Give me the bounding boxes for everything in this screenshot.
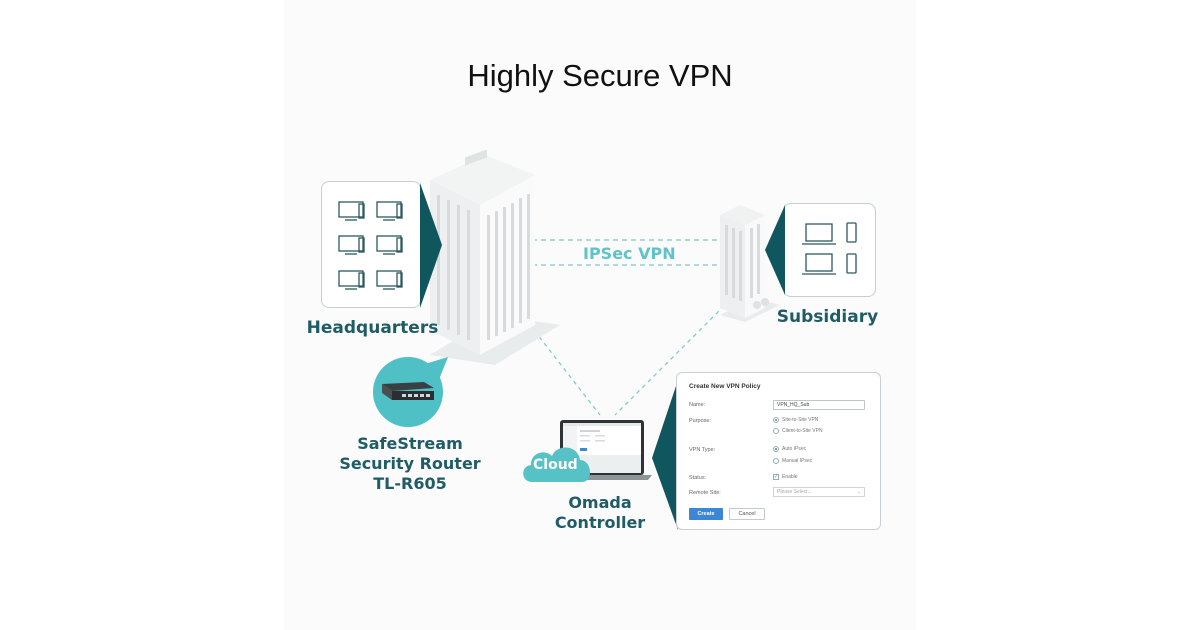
option-label: Auto IPsec — [782, 446, 807, 452]
subsidiary-devices-panel — [783, 203, 876, 297]
laptop-icon — [802, 223, 836, 245]
router-bubble — [373, 357, 448, 427]
phone-icon — [846, 222, 857, 243]
option-label: Manual IPsec — [782, 458, 813, 464]
phone-icon — [846, 253, 857, 274]
radio-icon[interactable] — [773, 458, 779, 464]
vpn-type-option-auto[interactable]: Auto IPsec — [773, 446, 806, 452]
router-label: SafeStream Security Router TL-R605 — [330, 434, 490, 494]
option-label: Site-to-Site VPN — [782, 417, 819, 423]
vpn-type-label: VPN Type: — [689, 447, 716, 453]
name-input[interactable]: VPN_HQ_Sub — [773, 400, 865, 410]
chevron-down-icon: ⌄ — [856, 489, 861, 495]
checkbox-checked-icon[interactable]: ✓ — [773, 474, 779, 480]
remote-site-label: Remote Site: — [689, 490, 721, 496]
select-placeholder: Please Select... — [777, 489, 812, 495]
radio-selected-icon[interactable] — [773, 446, 779, 452]
purpose-option-site-to-site[interactable]: Site-to-Site VPN — [773, 417, 818, 423]
radio-selected-icon[interactable] — [773, 417, 779, 423]
desktop-icon — [376, 270, 403, 290]
cancel-button[interactable]: Cancel — [729, 508, 765, 520]
router-icon — [382, 382, 434, 400]
ipsec-vpn-label: IPSec VPN — [583, 244, 676, 263]
name-label: Name: — [689, 402, 706, 408]
laptop-icon — [552, 420, 652, 480]
router-label-line2: Security Router — [339, 454, 481, 473]
form-title: Create New VPN Policy — [689, 383, 761, 390]
status-label: Status: — [689, 475, 707, 481]
cloud-icon — [523, 447, 591, 482]
device-grid — [802, 222, 857, 275]
form-pointer — [652, 380, 678, 530]
headquarters-pointer — [420, 183, 442, 308]
sub-to-controller-line — [614, 299, 731, 416]
subsidiary-building — [720, 205, 780, 322]
headquarters-label: Headquarters — [306, 318, 439, 338]
create-button[interactable]: Create — [689, 508, 723, 520]
subsidiary-label: Subsidiary — [776, 307, 879, 327]
desktop-grid — [338, 201, 403, 290]
controller-label-line2: Controller — [554, 513, 646, 532]
purpose-label: Purpose: — [689, 418, 712, 424]
checkbox-label: Enable — [782, 474, 798, 480]
desktop-icon — [338, 235, 365, 255]
option-label: Client-to-Site VPN — [782, 428, 823, 434]
page-title: Highly Secure VPN — [467, 58, 733, 93]
cloud-label: Cloud — [533, 457, 578, 473]
controller-label: Omada Controller — [540, 493, 660, 533]
remote-site-select[interactable]: Please Select... ⌄ — [773, 487, 865, 497]
desktop-icon — [376, 235, 403, 255]
status-enable-checkbox[interactable]: ✓ Enable — [773, 474, 798, 480]
vpn-type-option-manual[interactable]: Manual IPsec — [773, 458, 812, 464]
desktop-icon — [376, 201, 403, 221]
router-label-line1: SafeStream — [357, 434, 463, 453]
vpn-policy-form: Create New VPN Policy Name: VPN_HQ_Sub P… — [676, 372, 881, 530]
headquarters-devices-panel — [321, 181, 421, 308]
subsidiary-pointer — [765, 205, 785, 295]
radio-icon[interactable] — [773, 428, 779, 434]
controller-label-line1: Omada — [568, 493, 632, 512]
headquarters-building — [430, 150, 560, 365]
router-label-line3: TL-R605 — [373, 474, 447, 493]
purpose-option-client-to-site[interactable]: Client-to-Site VPN — [773, 428, 823, 434]
laptop-icon — [802, 253, 836, 275]
desktop-icon — [338, 201, 365, 221]
desktop-icon — [338, 270, 365, 290]
